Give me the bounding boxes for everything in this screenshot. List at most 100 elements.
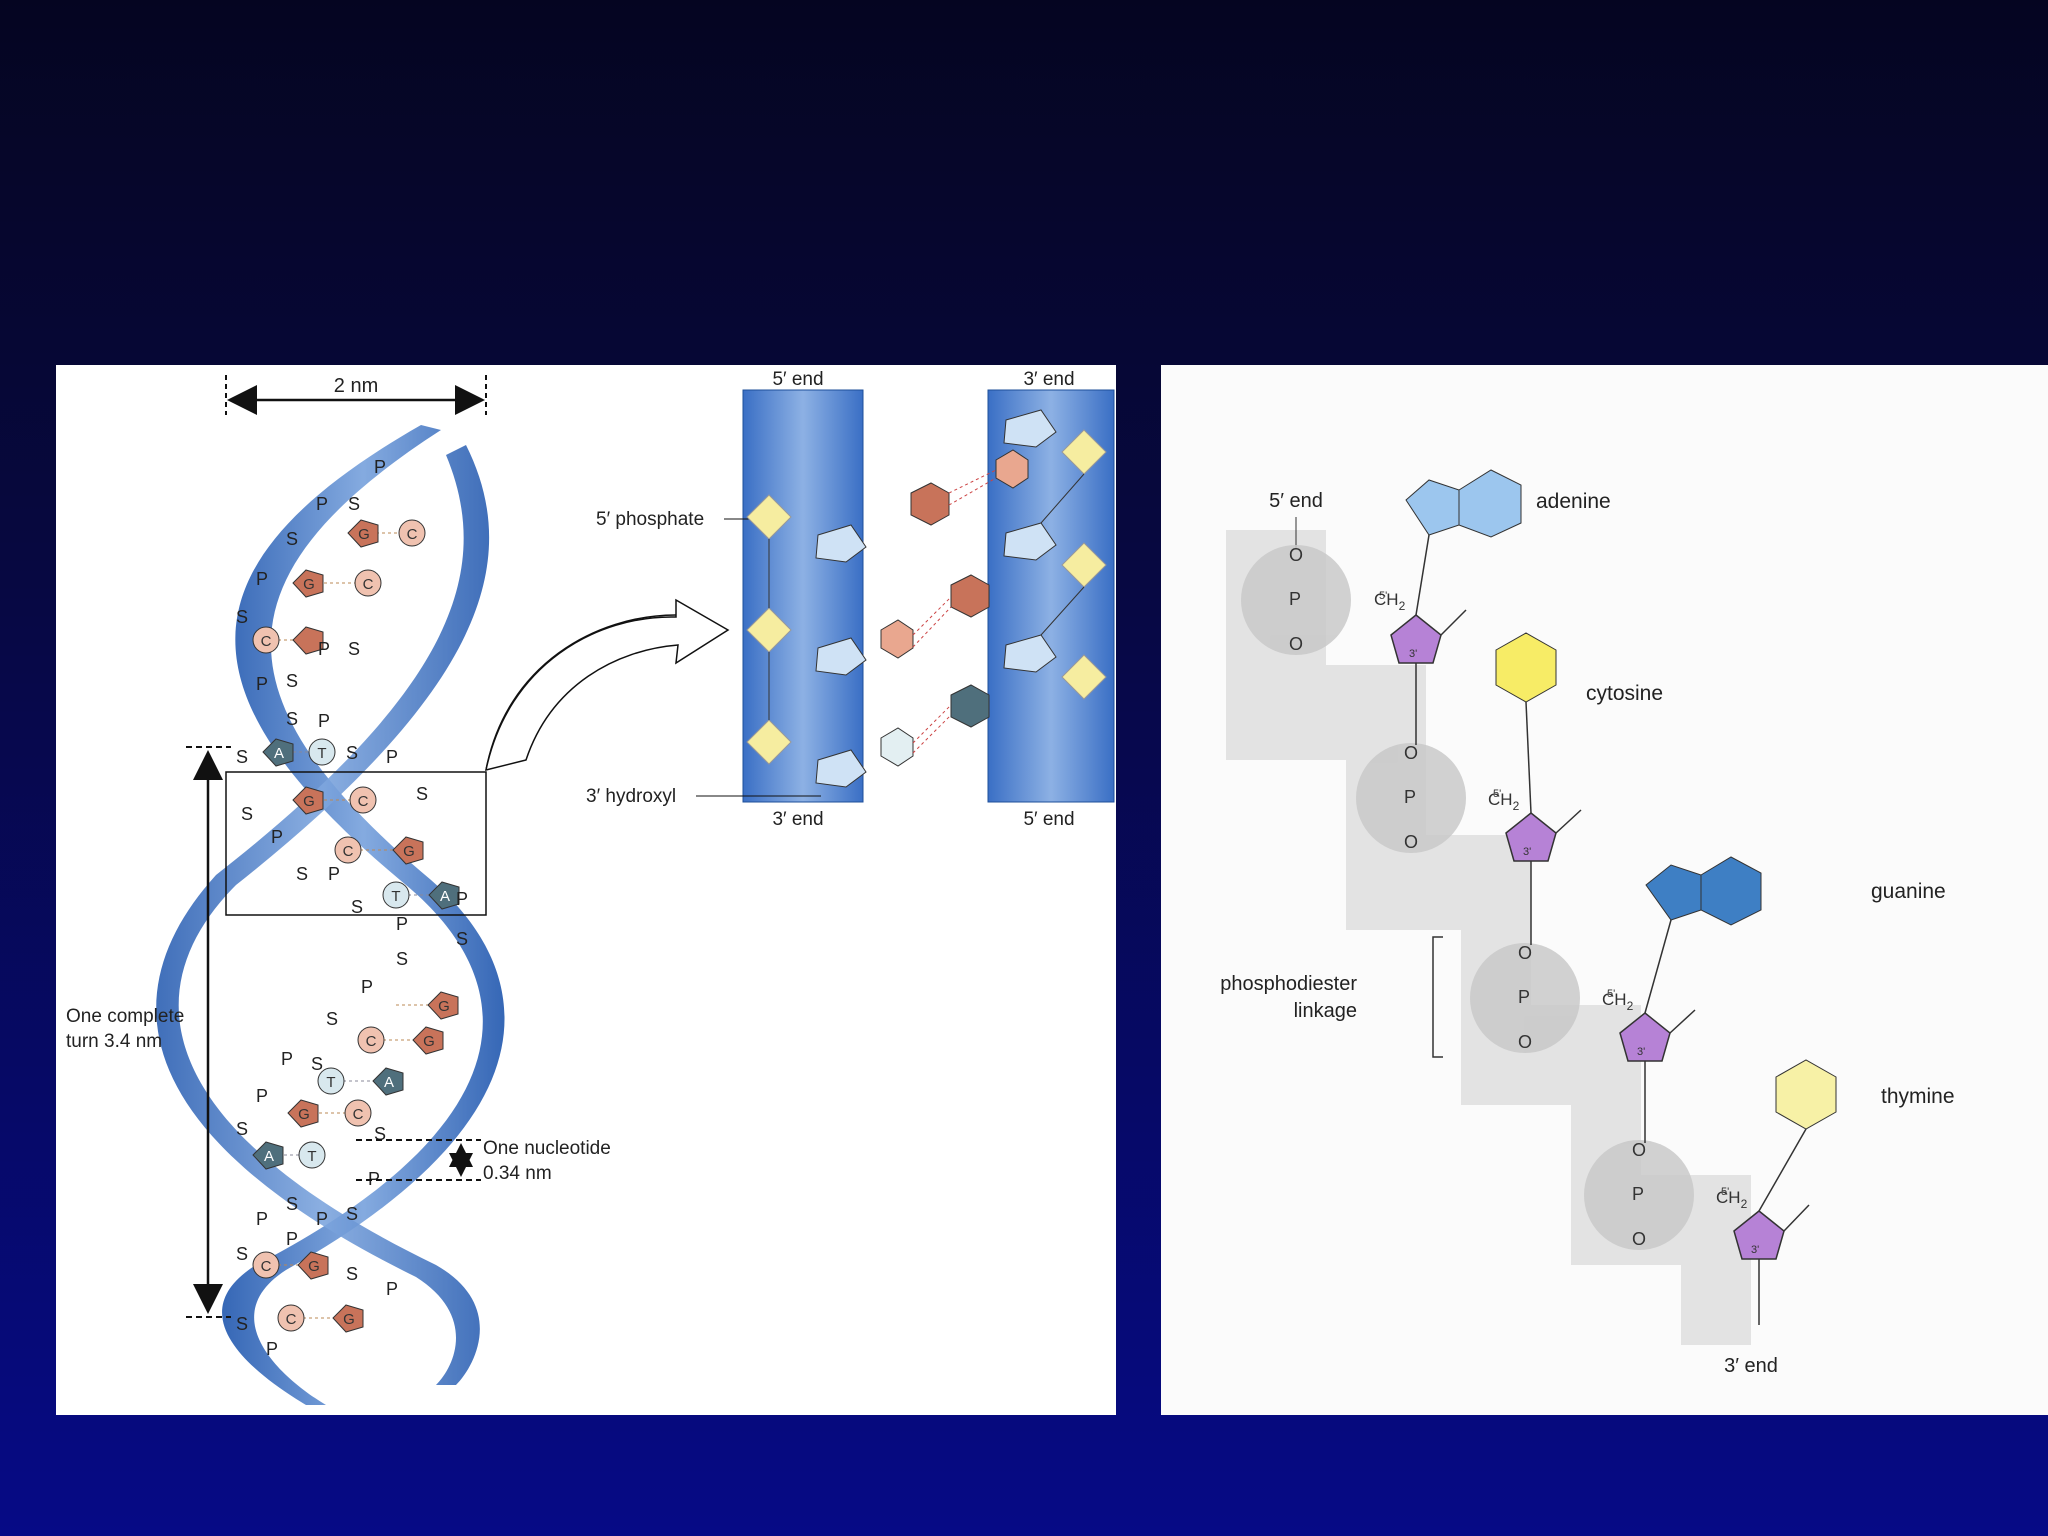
svg-text:P: P [256,1209,268,1229]
svg-text:P: P [271,827,283,847]
svg-text:C: C [261,1258,272,1275]
base-pair: G C [293,570,381,597]
svg-text:O: O [1632,1140,1646,1160]
svg-text:S: S [416,784,428,804]
svg-text:T: T [317,745,326,762]
svg-text:O: O [1289,634,1303,654]
base-adenine: adenine [1406,470,1611,537]
hydroxyl-label: 3′ hydroxyl [586,786,676,807]
svg-text:S: S [456,929,468,949]
dna-helix-panel: 2 nm G C G C C A [56,365,1116,1415]
svg-text:S: S [236,1314,248,1334]
svg-text:P: P [266,1339,278,1359]
svg-text:P: P [456,889,468,909]
svg-text:G: G [303,793,315,810]
svg-text:G: G [423,1033,435,1050]
svg-text:P: P [316,494,328,514]
svg-text:P: P [316,1209,328,1229]
svg-text:S: S [311,1054,323,1074]
svg-text:O: O [1404,743,1418,763]
svg-text:5': 5' [1721,1186,1729,1198]
svg-text:P: P [286,1229,298,1249]
turn-dimension: One complete turn 3.4 nm [66,747,231,1317]
linkage-label-line2: linkage [1294,1000,1357,1022]
width-label: 2 nm [334,375,378,397]
svg-text:5': 5' [1607,988,1615,1000]
svg-text:P: P [318,639,330,659]
svg-text:G: G [308,1258,320,1275]
svg-text:P: P [386,1279,398,1299]
svg-text:S: S [236,1244,248,1264]
closeup-top-right-end: 3′ end [1023,369,1074,390]
svg-text:P: P [256,569,268,589]
nucleotide-chain-figure: 5′ end 3′ end phosphodiester linkage O P… [1161,365,2048,1415]
chain-top-end: 5′ end [1269,490,1323,512]
svg-text:S: S [351,897,363,917]
svg-text:3': 3' [1751,1244,1759,1256]
closeup-diagram: 5′ end 3′ end 3′ end 5′ end 5′ phosphate… [586,369,1114,830]
base-cytosine: cytosine [1496,633,1663,705]
svg-text:C: C [261,633,272,650]
svg-text:A: A [264,1148,274,1165]
guanine-label: guanine [1871,880,1946,903]
svg-text:C: C [358,793,369,810]
svg-text:S: S [348,639,360,659]
svg-text:P: P [256,1086,268,1106]
svg-text:S: S [348,494,360,514]
svg-text:T: T [391,888,400,905]
svg-text:G: G [298,1106,310,1123]
svg-text:P: P [361,977,373,997]
svg-text:3': 3' [1409,648,1417,660]
width-dimension: 2 nm [226,375,486,415]
base-pair: G C [288,1100,371,1127]
svg-text:P: P [1632,1184,1644,1204]
svg-text:S: S [286,1194,298,1214]
svg-text:P: P [1404,787,1416,807]
base-pair: T A [318,1068,403,1095]
svg-text:O: O [1518,1032,1532,1052]
adenine-label: adenine [1536,490,1611,513]
cytosine-label: cytosine [1586,682,1663,705]
svg-text:G: G [343,1311,355,1328]
svg-text:S: S [286,529,298,549]
svg-text:C: C [407,526,418,543]
svg-text:P: P [281,1049,293,1069]
turn-label-line2: turn 3.4 nm [66,1031,162,1052]
closeup-bottom-right-end: 5′ end [1023,809,1074,830]
svg-text:3': 3' [1523,846,1531,858]
turn-label-line1: One complete [66,1006,184,1027]
svg-text:C: C [343,843,354,860]
svg-text:P: P [256,674,268,694]
base-guanine: guanine [1646,857,1946,925]
svg-text:S: S [286,709,298,729]
nucleotide-label-line2: 0.34 nm [483,1163,552,1184]
svg-text:C: C [366,1033,377,1050]
dna-helix-figure: 2 nm G C G C C A [56,365,1116,1415]
svg-text:O: O [1632,1229,1646,1249]
base-pair: G C [348,520,425,547]
svg-text:S: S [396,949,408,969]
chain-bottom-end: 3′ end [1724,1355,1778,1377]
svg-text:5': 5' [1379,590,1387,602]
svg-text:G: G [358,526,370,543]
svg-text:C: C [353,1106,364,1123]
svg-text:G: G [438,998,450,1015]
phosphate-label: 5′ phosphate [596,509,704,530]
linkage-bracket: phosphodiester linkage [1220,937,1443,1057]
svg-text:P: P [374,457,386,477]
nucleotide-chain-panel: 5′ end 3′ end phosphodiester linkage O P… [1161,365,2048,1415]
svg-text:A: A [384,1074,394,1091]
base-pair: A T [253,1142,325,1169]
svg-text:3': 3' [1637,1046,1645,1058]
svg-text:P: P [318,711,330,731]
svg-text:C: C [363,576,374,593]
svg-text:C: C [286,1311,297,1328]
svg-text:O: O [1518,943,1532,963]
svg-text:S: S [346,1204,358,1224]
svg-text:O: O [1404,832,1418,852]
svg-text:G: G [303,576,315,593]
base-pair: G [396,992,458,1019]
svg-text:T: T [326,1074,335,1091]
linkage-label-line1: phosphodiester [1220,973,1357,995]
svg-text:S: S [241,804,253,824]
